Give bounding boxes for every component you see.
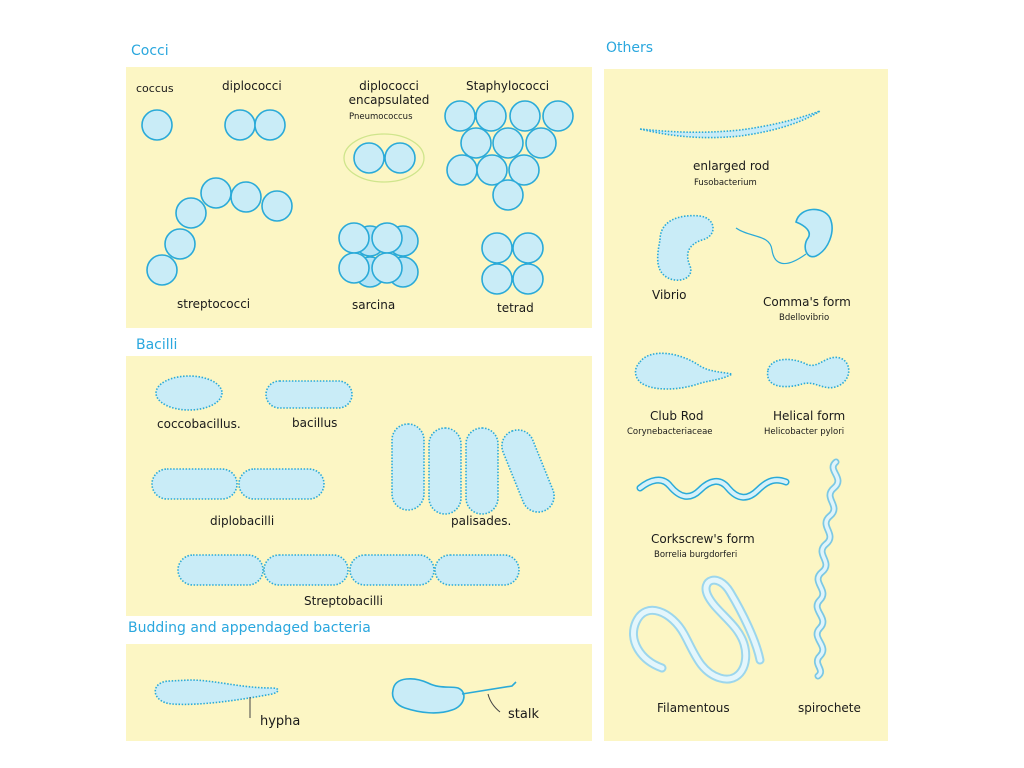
label-commas-form: Comma's form [763, 295, 851, 309]
diplobacilli-shape [151, 468, 325, 500]
corkscrew-shape [636, 476, 790, 501]
streptococci-shape [146, 177, 293, 286]
label-staphylococci: Staphylococci [466, 79, 550, 93]
label-tetrad: tetrad [497, 301, 534, 315]
label-vibrio: Vibrio [652, 288, 687, 302]
sarcina-shape [338, 222, 419, 288]
label-enlarged-rod: enlarged rod [693, 159, 770, 173]
palisades-shape [391, 423, 555, 515]
label-streptococci: streptococci [177, 297, 251, 311]
label-pneumococcus: Pneumococcus [349, 112, 413, 122]
section-title-bacilli: Bacilli [136, 337, 178, 353]
streptobacilli-shape [177, 554, 520, 586]
label-helicobacter: Helicobacter pylori [764, 427, 845, 437]
coccus-shape [141, 109, 173, 141]
label-corynebacteriaceae: Corynebacteriaceae [627, 427, 713, 437]
diplococci-encapsulated-shape [343, 133, 425, 183]
label-borrelia: Borrelia burgdorferi [654, 550, 738, 560]
coccobacillus-shape [155, 375, 223, 411]
label-helical-form: Helical form [773, 409, 846, 423]
label-club-rod: Club Rod [650, 409, 704, 423]
label-corkscrew: Corkscrew's form [651, 532, 755, 546]
tetrad-shape [481, 232, 544, 295]
hypha-shape [154, 679, 279, 718]
section-title-cocci: Cocci [131, 43, 169, 59]
label-stalk: stalk [508, 707, 539, 722]
spirochete-shape [813, 458, 842, 680]
label-bdellovibrio: Bdellovibrio [779, 313, 830, 323]
bacillus-shape [265, 380, 353, 409]
label-bacillus: bacillus [292, 416, 338, 430]
label-sarcina: sarcina [352, 298, 396, 312]
filamentous-shape [629, 575, 765, 684]
label-diplobacilli: diplobacilli [210, 514, 275, 528]
label-filamentous: Filamentous [657, 701, 730, 715]
label-hypha: hypha [260, 714, 301, 729]
label-diplococci-encapsulated: diplococci encapsulated [348, 79, 430, 107]
club-rod-shape [634, 352, 735, 390]
section-title-budding: Budding and appendaged bacteria [128, 620, 371, 636]
commas-form-shape [735, 208, 833, 265]
label-coccus: coccus [136, 82, 174, 95]
enlarged-rod-shape [639, 110, 821, 139]
label-diplococci: diplococci [222, 79, 282, 93]
section-title-others: Others [606, 40, 654, 56]
diplococci-shape [224, 109, 286, 141]
vibrio-shape [656, 214, 714, 281]
staphylococci-shape [444, 100, 574, 211]
label-spirochete: spirochete [798, 701, 861, 715]
stalk-shape [391, 678, 517, 714]
label-fusobacterium: Fusobacterium [694, 178, 757, 188]
helical-form-shape [767, 356, 850, 389]
label-streptobacilli: Streptobacilli [304, 594, 383, 608]
label-coccobacillus: coccobacillus. [157, 417, 241, 431]
label-palisades: palisades. [451, 514, 512, 528]
